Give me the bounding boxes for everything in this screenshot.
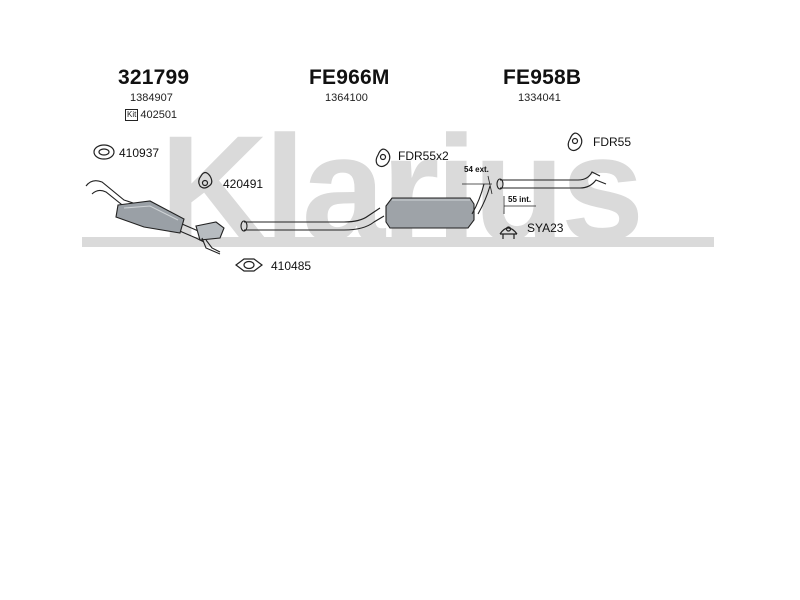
group-code-fe958b: FE958B [503, 66, 582, 89]
kit-ref-number: 402501 [140, 109, 178, 121]
rubber-mount-icon [198, 171, 213, 189]
part-label-sya23: SYA23 [527, 221, 564, 235]
dimension-ext: 54 ext. [464, 165, 489, 174]
gasket-icon [235, 258, 263, 272]
part-label-fdr55: FDR55 [593, 135, 632, 149]
intermediate-pipe [240, 207, 385, 232]
group-ref-1334041: 1334041 [518, 92, 561, 104]
clamp-icon [499, 226, 518, 239]
part-label-420491: 420491 [223, 177, 264, 191]
part-label-fdr55x2: FDR55x2 [398, 149, 449, 163]
rear-pipe [496, 171, 607, 214]
group-code-fe966m: FE966M [309, 66, 390, 89]
group-code-321799: 321799 [118, 66, 190, 89]
dimension-int: 55 int. [508, 195, 532, 204]
hanger-icon [375, 148, 391, 168]
group-ref-1364100: 1364100 [325, 92, 368, 104]
part-label-410485: 410485 [271, 259, 312, 273]
ring-icon [93, 144, 115, 160]
kit-badge: Kit [125, 109, 139, 121]
middle-silencer [385, 175, 493, 229]
part-label-410937: 410937 [119, 146, 160, 160]
group-ref-1384907: 1384907 [130, 92, 173, 104]
watermark-underline [82, 237, 714, 247]
front-pipe-catalyst [85, 180, 225, 255]
hanger-icon [567, 132, 583, 152]
